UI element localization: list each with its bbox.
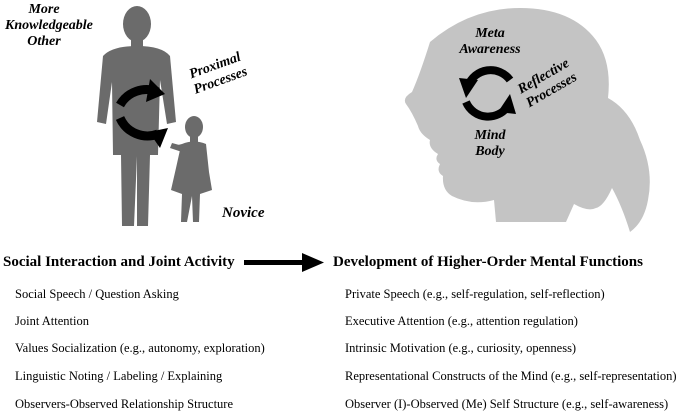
list-item: Values Socialization (e.g., autonomy, ex… [15, 341, 265, 355]
list-item: Linguistic Noting / Labeling / Explainin… [15, 369, 223, 383]
reflective-cycle-arrows [459, 66, 516, 121]
right-column-heading: Development of Higher-Order Mental Funct… [333, 254, 643, 270]
child-silhouette [170, 116, 212, 222]
mind-body-label: Mind Body [474, 128, 506, 159]
list-item: Observers-Observed Relationship Structur… [15, 397, 233, 411]
meta-awareness-label: Meta Awareness [459, 26, 521, 57]
list-item: Observer (I)-Observed (Me) Self Structur… [345, 397, 669, 411]
list-item: Social Speech / Question Asking [15, 287, 179, 301]
proximal-cycle-arrows [115, 79, 168, 148]
adult-silhouette [97, 6, 176, 226]
list-item: Executive Attention (e.g., attention reg… [345, 314, 578, 328]
list-item: Joint Attention [15, 314, 89, 328]
mko-label: More Knowledgeable Other [5, 2, 93, 49]
list-item: Representational Constructs of the Mind … [345, 369, 677, 383]
girl-head-silhouette [404, 8, 650, 232]
list-item: Private Speech (e.g., self-regulation, s… [345, 287, 605, 301]
novice-label: Novice [222, 205, 265, 221]
left-column-heading: Social Interaction and Joint Activity [3, 254, 235, 270]
development-arrow [244, 253, 324, 272]
list-item: Intrinsic Motivation (e.g., curiosity, o… [345, 341, 577, 355]
